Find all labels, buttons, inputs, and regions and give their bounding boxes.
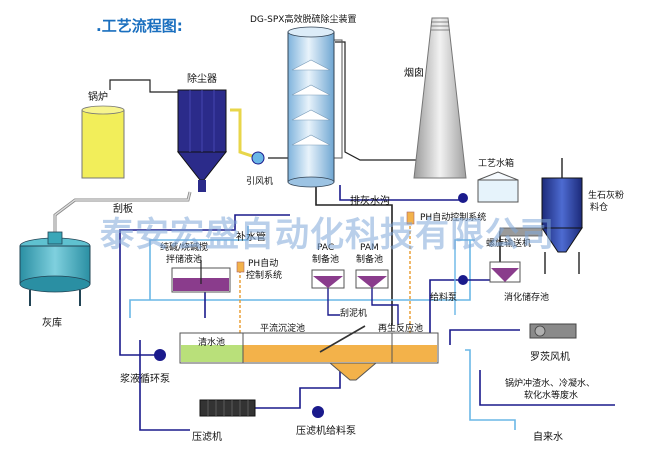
alkali-tank-label-1: 纯碱/烧碱搅 — [160, 241, 208, 253]
wastewater-line — [479, 370, 615, 406]
ash-trench-line — [315, 185, 393, 325]
overflow-line — [454, 239, 470, 315]
makeup-pipe — [149, 226, 249, 300]
wastewater-label-2: 软化水等废水 — [524, 389, 578, 401]
tower-label: DG-SPX高效脱硫除尘装置 — [250, 13, 356, 25]
alkali-tank: 纯碱/烧碱搅 拌储液池 — [160, 241, 231, 293]
ph-auto-label-1: PH自动控制系统 — [420, 211, 486, 223]
scraper-label: 刮板 — [113, 202, 133, 215]
pac-tank: PAC 制备池 — [311, 243, 345, 289]
ash-store-label: 灰库 — [42, 316, 62, 329]
clear-pool-label: 清水池 — [198, 336, 225, 348]
filter-line-left — [139, 340, 190, 431]
pac-label-2: 制备池 — [312, 253, 339, 265]
boiler: 锅炉 — [81, 91, 125, 179]
ph-sensor-2 — [236, 261, 245, 273]
process-water-tank: 工艺水箱 — [458, 157, 519, 203]
clear-pool-water — [181, 345, 243, 362]
page-title: .工艺流程图: — [96, 17, 183, 35]
treatment-pool: 清水池 平流沉淀池 刮泥机 再生反应池 — [179, 307, 439, 381]
ph-sensor-1 — [406, 211, 415, 225]
feed-pump-icon — [458, 275, 468, 285]
ph-auto-label-2b: 控制系统 — [246, 269, 282, 281]
slurry-circulation-pipe — [119, 214, 290, 356]
regen-tank-label: 再生反应池 — [378, 322, 423, 334]
alkali-tank-label-2: 拌储液池 — [166, 253, 202, 265]
process-tank-label: 工艺水箱 — [478, 157, 514, 169]
lime-silo: 生石灰粉 料仓 — [541, 158, 624, 274]
slaking-tank-label: 消化储存池 — [504, 291, 549, 303]
pipe-network — [53, 39, 615, 431]
feed-pump-line — [429, 279, 490, 335]
lime-silo-label-1: 生石灰粉 — [588, 189, 624, 201]
makeup-pipe-label: 补水管 — [236, 230, 266, 243]
dust-collector: 除尘器 — [176, 72, 228, 192]
sedimentation-label: 平流沉淀池 — [260, 322, 305, 334]
tap-water-line — [465, 349, 516, 430]
screw-conveyor: 螺旋输送机 — [486, 227, 543, 249]
slurry-pump-icon — [154, 349, 166, 361]
chimney-label: 烟囱 — [404, 66, 424, 79]
screw-conveyor-label: 螺旋输送机 — [486, 237, 531, 249]
ash-trench-label: 排灰水沟 — [350, 194, 390, 207]
filter-feed-line — [255, 370, 341, 409]
tap-water-label: 自来水 — [533, 430, 563, 443]
filter-feed-pump-icon — [312, 406, 324, 418]
scraper-pipe-inner — [54, 191, 191, 238]
wastewater-label-1: 锅炉冲渣水、冷凝水、 — [505, 377, 595, 389]
flue-pipe-boiler — [109, 79, 178, 93]
mud-scraper-label: 刮泥机 — [340, 307, 367, 319]
boiler-label: 锅炉 — [88, 91, 108, 103]
slurry-pump-label: 浆液循环泵 — [120, 372, 170, 385]
ph-auto-label-2a: PH自动 — [248, 257, 278, 269]
pam-label-2: 制备池 — [356, 253, 383, 265]
filter-press: 压滤机 — [192, 399, 256, 443]
feed-pump-label: 给料泵 — [430, 291, 457, 303]
pac-label-1: PAC — [317, 243, 334, 253]
flue-pipe-fan — [230, 108, 259, 160]
induced-fan-label: 引风机 — [246, 175, 273, 187]
flue-pipe-chimney — [335, 41, 418, 161]
induced-fan: 引风机 — [246, 151, 273, 187]
ash-store: 灰库 — [19, 231, 91, 329]
mud-scraper-arm — [319, 325, 366, 353]
loop-pipe-top — [129, 239, 475, 318]
process-water-pipe — [339, 185, 460, 201]
dust-collector-label: 除尘器 — [187, 72, 217, 85]
sediment-water — [243, 345, 437, 362]
chimney: 烟囱 — [404, 17, 467, 179]
pam-tank: PAM 制备池 — [355, 243, 389, 289]
desulfurization-tower: DG-SPX高效脱硫除尘装置 — [250, 13, 356, 188]
tower-trays — [291, 59, 331, 146]
watermark-text: 泰安宏盛自动化科技有限公司 — [100, 215, 555, 255]
pam-label-1: PAM — [360, 243, 379, 253]
pac-dosing — [327, 288, 340, 316]
filter-feed-pump-label: 压滤机给料泵 — [296, 424, 356, 437]
filter-press-label: 压滤机 — [192, 430, 222, 443]
roots-blower: 罗茨风机 — [529, 323, 577, 363]
pam-dosing — [371, 288, 399, 325]
air-line — [449, 329, 520, 345]
lime-silo-label-2: 料仓 — [590, 201, 608, 213]
roots-blower-label: 罗茨风机 — [530, 350, 570, 363]
slaking-tank: 消化储存池 — [489, 261, 549, 303]
